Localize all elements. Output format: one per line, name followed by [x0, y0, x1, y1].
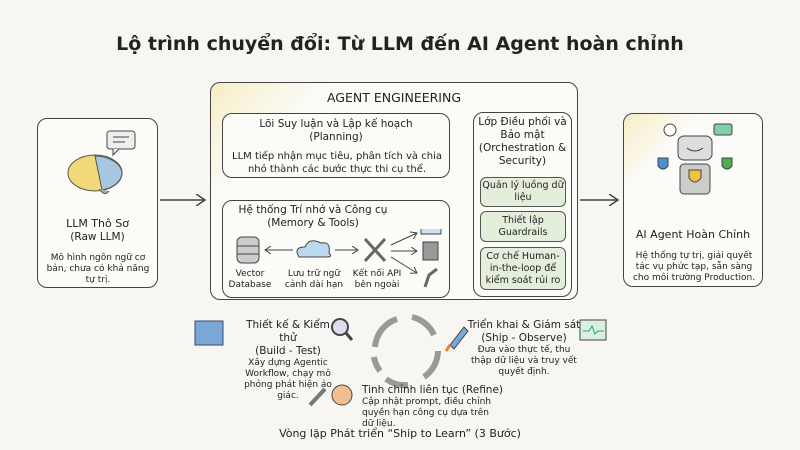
planning-desc: LLM tiếp nhận mục tiêu, phân tích và chi…: [232, 151, 442, 175]
loop-caption: Vòng lặp Phát triển “Ship to Learn” (3 B…: [279, 427, 521, 440]
browser-window-icon: [420, 229, 442, 235]
blueprint-icon: [194, 320, 224, 346]
orchestration-item: Thiết lập Guardrails: [480, 211, 566, 242]
database-icon: [236, 236, 260, 264]
planning-title: Lõi Suy luận và Lập kế hoạch: [259, 118, 413, 130]
memory-item-api: Kết nối API bên ngoài: [352, 269, 402, 290]
robot-arm-icon: [423, 267, 438, 288]
raw-llm-title: LLM Thô Sơ: [66, 217, 129, 230]
orchestration-title: Lớp Điều phối và Bảo mật: [478, 116, 567, 141]
tools-icon: [363, 237, 387, 263]
page-title: Lộ trình chuyển đổi: Từ LLM đến AI Agent…: [116, 33, 684, 55]
refine-step: Tinh chỉnh liên tục (Refine) Cập nhật pr…: [362, 384, 522, 430]
raw-llm-desc: Mô hình ngôn ngữ cơ bản, chưa có khả năn…: [46, 253, 150, 285]
refine-desc: Cập nhật prompt, điều chỉnh quyền hạn cô…: [362, 397, 492, 429]
memory-item-context: Lưu trữ ngữ cảnh dài hạn: [284, 269, 344, 290]
ship-title: Triển khai & Giám sát: [467, 319, 581, 331]
ai-agent-title: AI Agent Hoàn Chỉnh: [635, 228, 751, 241]
loop-icons: [194, 314, 607, 407]
ai-agent-desc: Hệ thống tự trị, giải quyết tác vụ phức …: [632, 251, 756, 283]
build-test-step: Thiết kế & Kiểm thử (Build - Test) Xây d…: [240, 319, 336, 402]
cycle-arrows-icon: [371, 314, 441, 389]
brain-with-speech-bubble-icon: [67, 130, 136, 195]
ship-subtitle: (Ship - Observe): [481, 332, 567, 344]
memory-subtitle: (Memory & Tools): [267, 217, 359, 229]
orchestration-subtitle: (Orchestration & Security): [478, 142, 567, 167]
memory-item-vector-db: Vector Database: [228, 269, 272, 290]
planning-subtitle: (Planning): [309, 131, 363, 143]
raw-llm-subtitle: (Raw LLM): [70, 231, 125, 243]
wrench-icon: [308, 387, 327, 407]
engineering-heading: AGENT ENGINEERING: [326, 90, 462, 105]
magnifier-icon: [331, 318, 354, 341]
rocket-icon: [444, 326, 469, 352]
memory-tools-box: Hệ thống Trí nhớ và Công cụ (Memory & To…: [222, 200, 450, 298]
head-gears-icon: [331, 384, 353, 406]
planning-box: Lõi Suy luận và Lập kế hoạch (Planning) …: [222, 113, 450, 178]
build-desc: Xây dựng Agentic Workflow, chạy mô phỏng…: [244, 358, 332, 401]
orchestration-item: Cơ chế Human-in-the-loop để kiểm soát rủ…: [480, 247, 566, 290]
calculator-icon: [422, 241, 439, 261]
orchestration-item: Quản lý luồng dữ liệu: [480, 177, 566, 207]
refine-title: Tinh chỉnh liên tục (Refine): [362, 384, 504, 396]
ai-agent-card: AI Agent Hoàn Chỉnh Hệ thống tự trị, giả…: [623, 113, 763, 287]
memory-title: Hệ thống Trí nhớ và Công cụ: [238, 204, 388, 216]
monitor-icon: [579, 319, 607, 341]
build-title: Thiết kế & Kiểm thử: [246, 319, 330, 344]
multi-arm-robot-icon: [657, 123, 733, 195]
ship-observe-step: Triển khai & Giám sát (Ship - Observe) Đ…: [466, 319, 582, 378]
build-subtitle: (Build - Test): [255, 345, 321, 357]
memory-tools-icons: [236, 229, 442, 288]
raw-llm-card: LLM Thô Sơ (Raw LLM) Mô hình ngôn ngữ cơ…: [37, 118, 158, 288]
ship-desc: Đưa vào thực tế, thu thập dữ liệu và tru…: [471, 345, 577, 377]
cloud-icon: [296, 240, 332, 258]
